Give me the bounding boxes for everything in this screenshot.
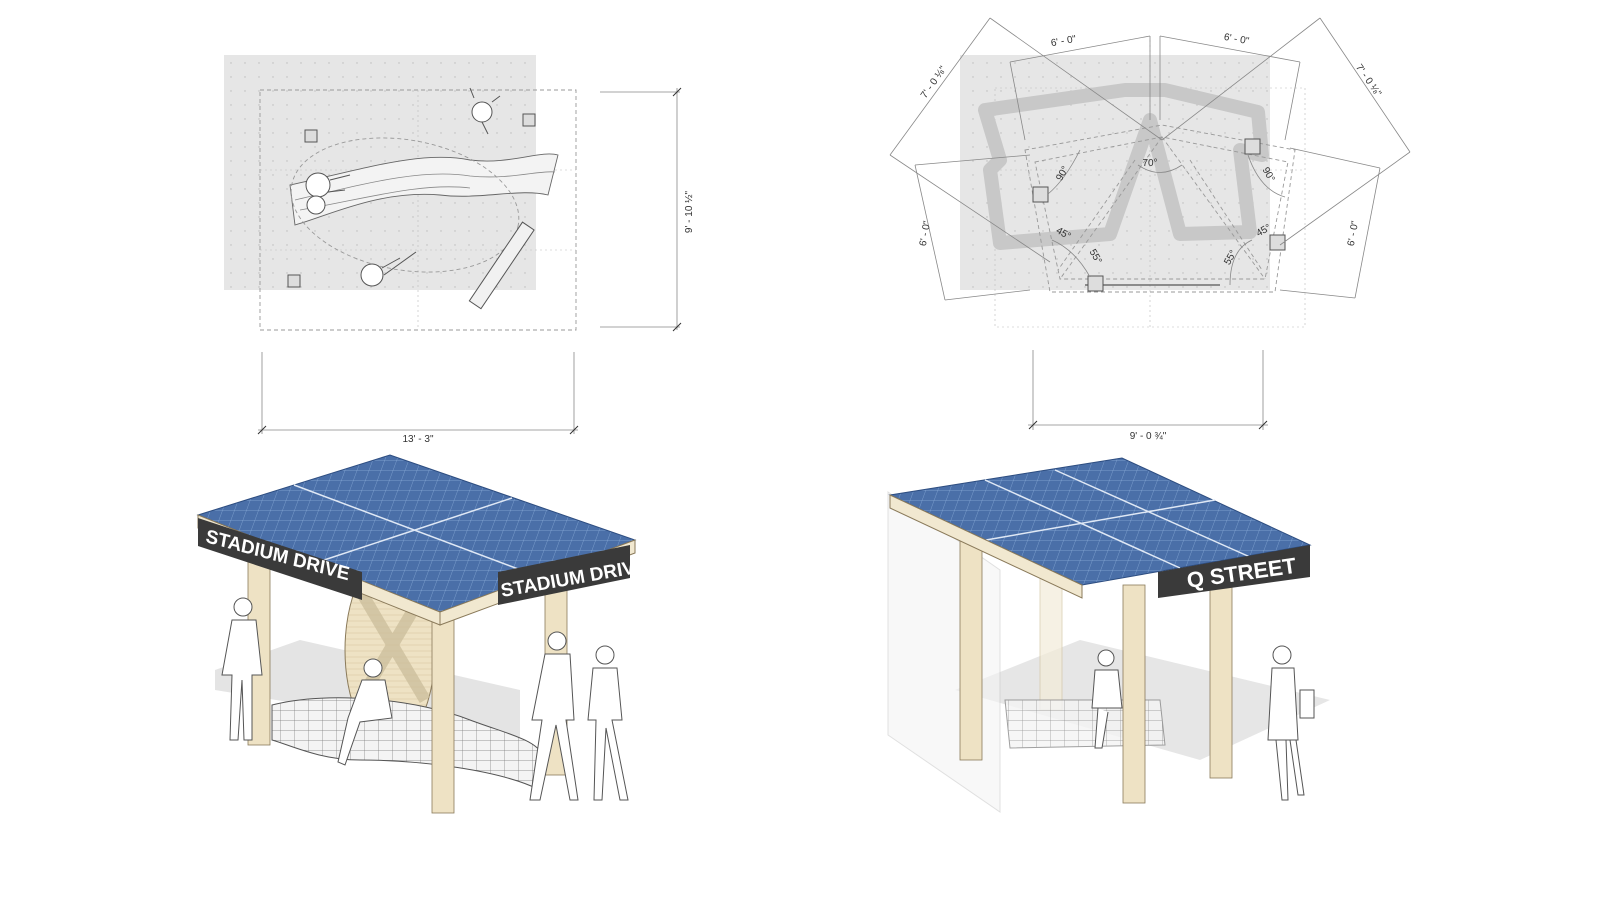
timber-post — [959, 529, 983, 761]
person-seated-figure — [1091, 649, 1123, 749]
stadium-drive-shelter-perspective: STADIUM DRIVE STADIUM DRIVE — [196, 454, 649, 814]
timber-post — [1122, 584, 1146, 804]
triangle-frame-dashed — [1057, 136, 1266, 280]
person-plan-icon — [469, 87, 501, 135]
angle-arc — [1247, 154, 1286, 198]
right-plan-view: 70° 90° 90° 45° 45° 55° 55° 6' - 0" 6' -… — [889, 17, 1411, 442]
seating-pentagon-outer — [1024, 124, 1296, 293]
roof-fascia — [889, 494, 1083, 599]
diagonal-right-dimension: 7' - 0 ⅛" — [1353, 62, 1383, 99]
post-plan — [1244, 138, 1261, 155]
person-walking-figure — [1267, 645, 1315, 801]
person-plan-icon — [360, 251, 417, 287]
panel-seams — [293, 484, 538, 577]
post-plan — [304, 129, 318, 143]
person-standing-figure — [587, 645, 629, 801]
post-plan — [1269, 234, 1286, 251]
timber-post — [431, 614, 455, 814]
post-plan — [1032, 186, 1049, 203]
person-plan-icon — [305, 172, 351, 215]
person-standing-figure — [221, 597, 263, 741]
plank-bench-plan — [468, 221, 535, 310]
top-right-dimension: 6' - 0" — [1223, 32, 1250, 47]
side-left-dimension: 6' - 0" — [918, 220, 933, 247]
bottom-dimension: 9' - 0 ¾" — [1130, 431, 1167, 442]
person-seated-figure — [337, 658, 393, 766]
post-plan — [287, 274, 301, 288]
bench-line — [294, 171, 556, 201]
post-plan — [522, 113, 536, 127]
plan-dimension-lines — [889, 17, 1411, 430]
top-left-dimension: 6' - 0" — [1050, 34, 1077, 49]
person-standing-figure — [529, 631, 579, 801]
post-plan — [1087, 275, 1104, 292]
q-street-shelter-perspective: Q STREET — [887, 457, 1330, 813]
angle-arc — [1137, 164, 1183, 173]
seating-pentagon-inner — [1034, 136, 1289, 280]
side-right-dimension: 6' - 0" — [1346, 220, 1361, 247]
angle-arc — [1051, 239, 1091, 278]
depth-dimension-label: 9' - 10 ½" — [684, 190, 695, 233]
timber-post — [1209, 579, 1233, 779]
width-dimension: 13' - 3" — [257, 352, 579, 445]
width-dimension-label: 13' - 3" — [402, 434, 433, 445]
panel-seams — [984, 469, 1251, 569]
roof-frame-shadow — [978, 83, 1269, 250]
angle-apex: 70° — [1142, 158, 1157, 169]
angle-arc — [1047, 149, 1081, 195]
depth-dimension: 9' - 10 ½" — [600, 87, 695, 332]
left-plan-view: 9' - 10 ½" 13' - 3" — [224, 55, 695, 445]
angle-arc — [1229, 239, 1253, 286]
swept-path — [290, 137, 520, 273]
